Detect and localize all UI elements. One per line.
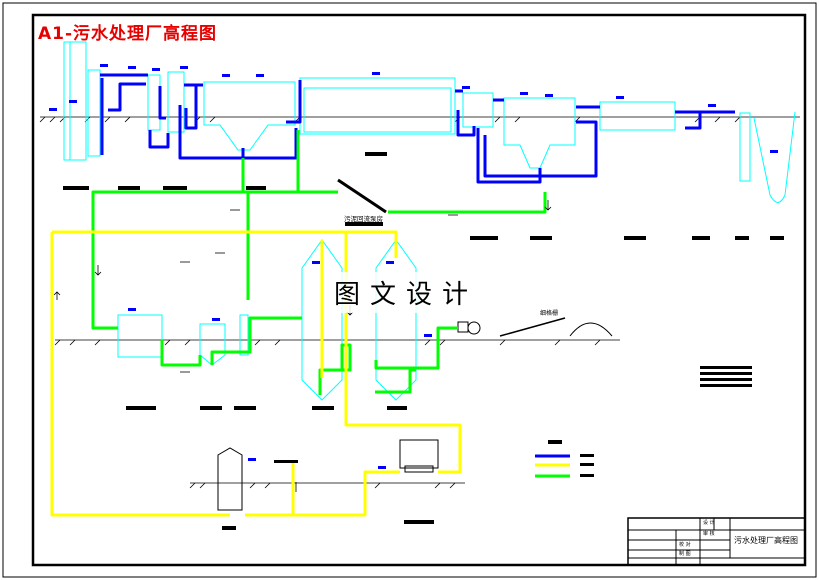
pump	[467, 321, 481, 335]
grit-chamber-a	[147, 74, 161, 131]
distribution-well	[462, 92, 494, 128]
watermark: 图文设计	[328, 272, 485, 313]
screen-label: 细格栅	[540, 310, 559, 317]
sheet-title: A1-污水处理厂高程图	[38, 24, 218, 44]
coarse-screen	[87, 69, 101, 157]
structure-labels	[63, 152, 784, 530]
sludge-pump-house	[117, 314, 163, 358]
sludge-structures	[117, 239, 417, 401]
title-block	[627, 517, 806, 566]
lower-structures	[217, 178, 613, 511]
sheet-inner-border	[31, 13, 807, 567]
title-block-row-1: 设 计	[703, 520, 715, 526]
upper-structures	[63, 41, 796, 203]
sludge-well	[239, 314, 249, 356]
sludge-pump-house-label: 污泥回流泵房	[344, 215, 383, 223]
ground-lines	[39, 116, 800, 489]
outfall-well	[739, 112, 751, 182]
sludge-thickener	[199, 323, 226, 366]
sludge-cake-pile	[569, 322, 613, 337]
legend-header-mark	[548, 440, 562, 444]
belt-conveyor	[499, 317, 566, 337]
sludge-pipes	[50, 230, 462, 517]
inlet-lift-tower	[63, 41, 87, 161]
gas-holder	[217, 447, 243, 511]
return-pipes	[91, 130, 547, 395]
legend	[535, 440, 594, 478]
disinfection-tank	[599, 101, 676, 131]
sewage-pipes	[100, 73, 735, 184]
sludge-dewatering-house	[399, 439, 439, 469]
secondary-clarifier	[503, 97, 576, 169]
grit-chamber-b	[167, 71, 185, 133]
title-block-drawing-name: 污水处理厂高程图	[734, 536, 798, 545]
river-section	[753, 111, 796, 203]
screw-conveyor	[337, 178, 387, 214]
title-block-row-3: 校 对	[679, 542, 691, 548]
aeration-tank	[299, 77, 456, 135]
title-block-row-4: 制 图	[679, 551, 691, 557]
title-block-row-2: 审 核	[703, 531, 715, 537]
primary-clarifier	[203, 81, 296, 151]
elevation-tags	[49, 64, 778, 469]
